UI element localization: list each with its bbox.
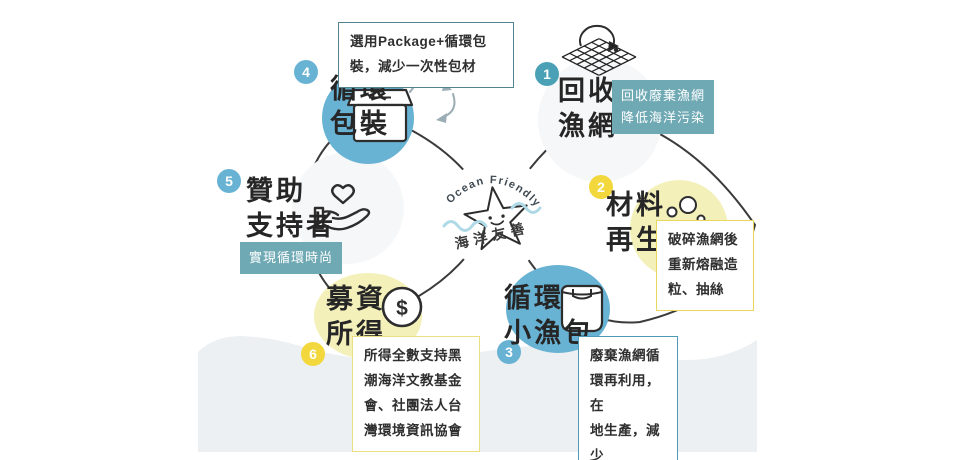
hand-heart-icon bbox=[313, 184, 371, 231]
dollar-coin-icon: $ bbox=[381, 286, 423, 328]
step-6-title: 募資 所得 bbox=[326, 284, 386, 350]
wave-decoration-icon bbox=[442, 202, 542, 232]
step-1-badge: 1 bbox=[535, 62, 559, 86]
step-3-title: 循環 小漁包 bbox=[504, 283, 594, 349]
fishing-net-icon bbox=[561, 38, 637, 76]
step-1-title: 回收 漁網 bbox=[558, 76, 618, 142]
bag-icon bbox=[560, 284, 604, 333]
step-5-badge: 5 bbox=[217, 169, 241, 193]
step-2-title: 材料 再生 bbox=[606, 190, 666, 256]
step-1-note: 回收廢棄漁網 降低海洋污染 bbox=[612, 80, 715, 135]
step-5-note: 實現循環時尚 bbox=[240, 242, 343, 275]
step-3-badge: 3 bbox=[497, 340, 521, 364]
dollar-symbol: $ bbox=[396, 297, 408, 320]
step-4-note: 選用Package+循環包 裝，減少一次性包材 bbox=[338, 22, 514, 88]
step-2-note: 破碎漁網後 重新熔融造 粒、抽絲 bbox=[656, 220, 754, 311]
step-5-title: 贊助 支持者 bbox=[246, 176, 336, 242]
step-6-note: 所得全數支持黑 潮海洋文教基金 會、社團法人台 灣環境資訊協會 bbox=[352, 336, 480, 452]
step-6-badge: 6 bbox=[301, 342, 325, 366]
step-4-badge: 4 bbox=[294, 60, 318, 84]
starfish-mascot-icon bbox=[463, 186, 528, 251]
step-2-badge: 2 bbox=[589, 175, 613, 199]
step-3-note: 廢棄漁網循 環再利用，在 地生產，減少 污染 bbox=[578, 336, 678, 460]
pellets-icon bbox=[666, 196, 706, 224]
package-box-icon bbox=[346, 88, 414, 143]
